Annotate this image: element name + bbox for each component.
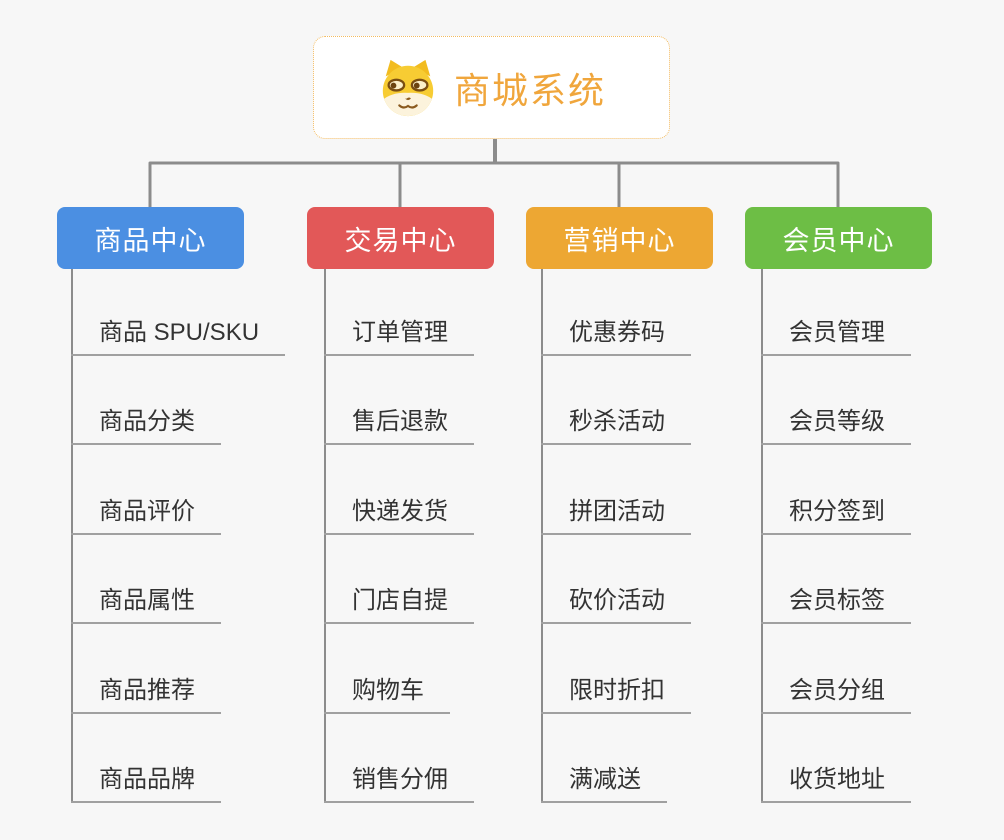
leaf-topic[interactable]: 会员管理 (761, 318, 911, 356)
leaf-topic[interactable]: 收货地址 (761, 765, 911, 803)
leaf-topic[interactable]: 商品属性 (71, 586, 221, 624)
leaf-topic[interactable]: 商品分类 (71, 407, 221, 445)
leaf-topic[interactable]: 积分签到 (761, 497, 911, 535)
leaf-topic[interactable]: 会员分组 (761, 676, 911, 714)
root-node[interactable]: 商城系统 (313, 36, 670, 139)
branch-node-trade-center[interactable]: 交易中心 (307, 207, 494, 269)
leaf-topic[interactable]: 门店自提 (324, 586, 474, 624)
branch-node-product-center[interactable]: 商品中心 (57, 207, 244, 269)
leaf-topic[interactable]: 拼团活动 (541, 497, 691, 535)
leaf-topic[interactable]: 优惠券码 (541, 318, 691, 356)
leaf-topic[interactable]: 订单管理 (324, 318, 474, 356)
leaf-topic[interactable]: 会员标签 (761, 586, 911, 624)
branch-node-marketing-center[interactable]: 营销中心 (526, 207, 713, 269)
branch-node-member-center[interactable]: 会员中心 (745, 207, 932, 269)
leaf-topic[interactable]: 商品品牌 (71, 765, 221, 803)
leaf-topic[interactable]: 砍价活动 (541, 586, 691, 624)
doge-icon (377, 57, 439, 119)
leaf-topic[interactable]: 销售分佣 (324, 765, 474, 803)
leaf-topic[interactable]: 限时折扣 (541, 676, 691, 714)
leaf-topic[interactable]: 满减送 (541, 765, 667, 803)
leaf-topic[interactable]: 快递发货 (324, 497, 474, 535)
leaf-topic[interactable]: 商品推荐 (71, 676, 221, 714)
leaf-topic[interactable]: 商品评价 (71, 497, 221, 535)
leaf-topic[interactable]: 售后退款 (324, 407, 474, 445)
leaf-topic[interactable]: 商品 SPU/SKU (71, 318, 286, 356)
leaf-topic[interactable]: 购物车 (324, 676, 450, 714)
leaf-topic[interactable]: 会员等级 (761, 407, 911, 445)
root-title: 商城系统 (453, 69, 606, 111)
leaf-topic[interactable]: 秒杀活动 (541, 407, 691, 445)
